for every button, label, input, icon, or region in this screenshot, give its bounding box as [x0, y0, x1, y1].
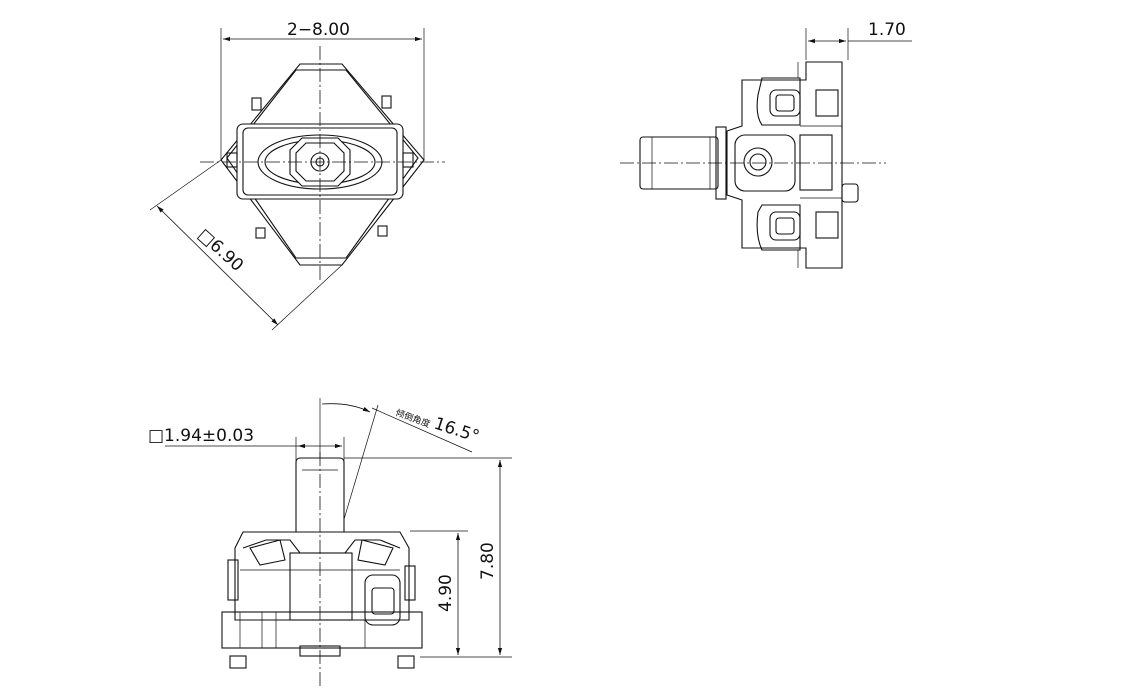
dim-line-diagonal — [156, 205, 279, 326]
label-top-width: 2−8.00 — [287, 20, 350, 40]
side-view — [620, 28, 912, 269]
top-view — [149, 28, 445, 331]
label-tilt-value: 16.5° — [431, 414, 481, 447]
label-body-height: 4.90 — [436, 574, 456, 612]
label-shaft-square: □1.94±0.03 — [148, 426, 254, 446]
label-tilt-text: 倾倒角度 — [394, 407, 432, 431]
label-total-height: 7.80 — [478, 542, 498, 580]
label-side-depth: 1.70 — [868, 20, 906, 40]
tilt-angle-arc — [321, 403, 371, 413]
front-view — [165, 398, 512, 688]
side-body — [726, 61, 843, 269]
front-base — [221, 611, 423, 649]
